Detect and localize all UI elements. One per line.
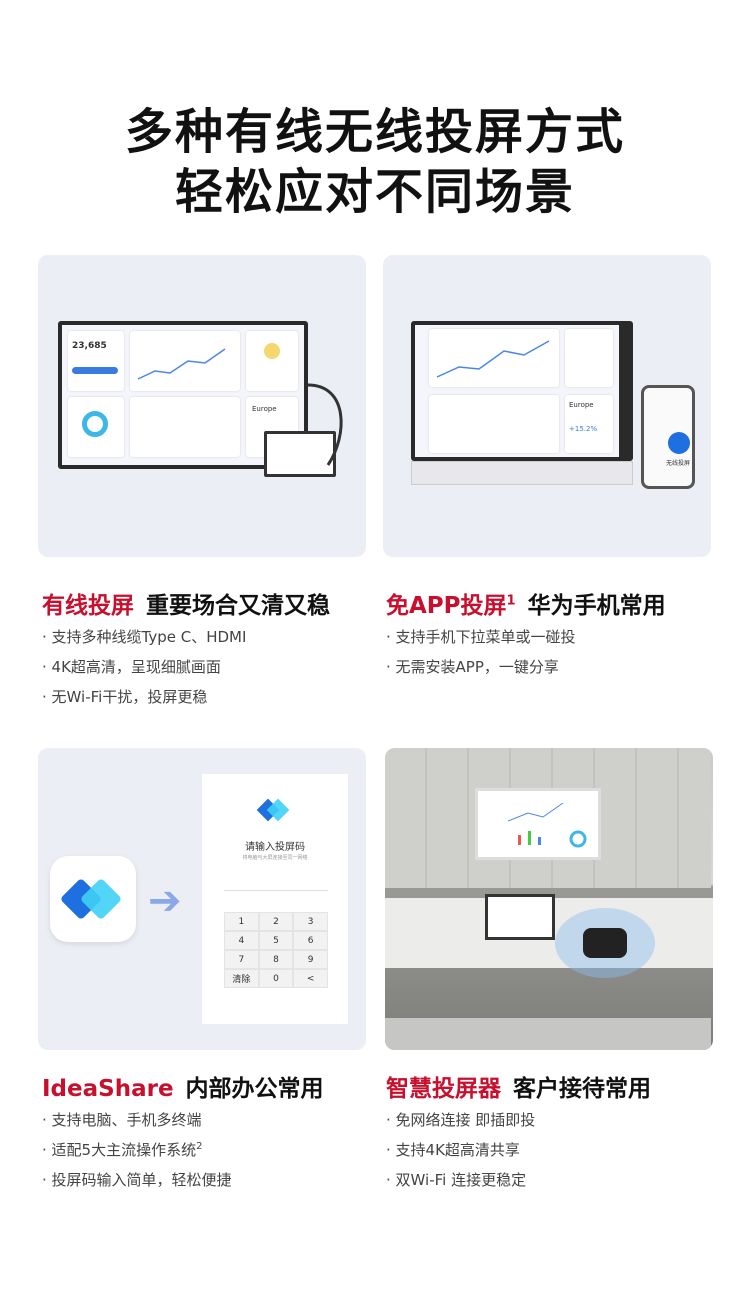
region-label: Europe xyxy=(569,401,594,409)
keypad-key[interactable]: 4 xyxy=(224,931,259,950)
bullet: · 双Wi-Fi 连接更稳定 xyxy=(386,1171,527,1189)
keypad-key[interactable]: 6 xyxy=(293,931,328,950)
keypad-key[interactable]: 8 xyxy=(258,950,294,969)
keypad-title: 请输入投屏码 xyxy=(245,842,305,853)
stat-value: 23,685 xyxy=(72,341,107,351)
large-screen: 23,685 Europe xyxy=(58,321,308,469)
ideashare-app-icon xyxy=(50,856,136,942)
screen-base xyxy=(411,461,633,485)
keypad-key[interactable]: 0 xyxy=(258,969,294,988)
wall-screen xyxy=(475,788,601,860)
wired-projection-image: 23,685 Europe xyxy=(38,255,366,557)
change-value: +15.2% xyxy=(569,425,598,433)
phone: 无线投屏 xyxy=(641,385,695,489)
bullet: · 支持多种线缆Type C、HDMI xyxy=(42,628,247,646)
bullet: · 支持4K超高清共享 xyxy=(386,1141,520,1159)
bullet: · 无Wi-Fi干扰，投屏更稳 xyxy=(42,688,208,706)
bullet: · 4K超高清，呈现细腻画面 xyxy=(42,658,221,676)
page-title-line1: 多种有线无线投屏方式 xyxy=(124,104,625,160)
keypad-key[interactable]: 9 xyxy=(293,950,328,969)
keypad-key[interactable]: 清除 xyxy=(224,969,259,988)
bullet: · 无需安装APP，一键分享 xyxy=(386,658,559,676)
laptop xyxy=(264,431,336,477)
keypad-key[interactable]: 2 xyxy=(258,912,294,931)
laptop xyxy=(485,894,555,940)
page-title-line2: 轻松应对不同场景 xyxy=(174,164,575,220)
large-screen: Europe +15.2% xyxy=(411,321,633,461)
keypad-subtitle: 将电脑与大屏连接至同一网络 xyxy=(242,855,308,861)
bullet: · 支持手机下拉菜单或一碰投 xyxy=(386,628,576,646)
section-title-dongle: 智慧投屏器客户接待常用 xyxy=(386,1076,651,1102)
arrow-right-icon: ➔ xyxy=(148,878,182,924)
bullet: · 投屏码输入简单，轻松便捷 xyxy=(42,1171,232,1189)
no-app-projection-image: Europe +15.2% 无线投屏 xyxy=(383,255,711,557)
meeting-room-image xyxy=(385,748,713,1050)
keypad-key[interactable]: 3 xyxy=(293,912,328,931)
bullet: · 支持电脑、手机多终端 xyxy=(42,1111,202,1129)
bullet: · 适配5大主流操作系统2 xyxy=(42,1141,203,1159)
region-label: Europe xyxy=(252,405,277,413)
keypad-key[interactable]: 7 xyxy=(224,950,259,969)
phone-label: 无线投屏 xyxy=(666,460,691,467)
keypad-key[interactable]: 1 xyxy=(224,912,259,931)
projection-dongle xyxy=(583,928,627,958)
keypad-key[interactable]: < xyxy=(293,969,328,988)
bullet: · 免网络连接 即插即投 xyxy=(386,1111,536,1129)
section-title-wired: 有线投屏重要场合又清又稳 xyxy=(42,593,330,619)
keypad-key[interactable]: 5 xyxy=(258,931,294,950)
